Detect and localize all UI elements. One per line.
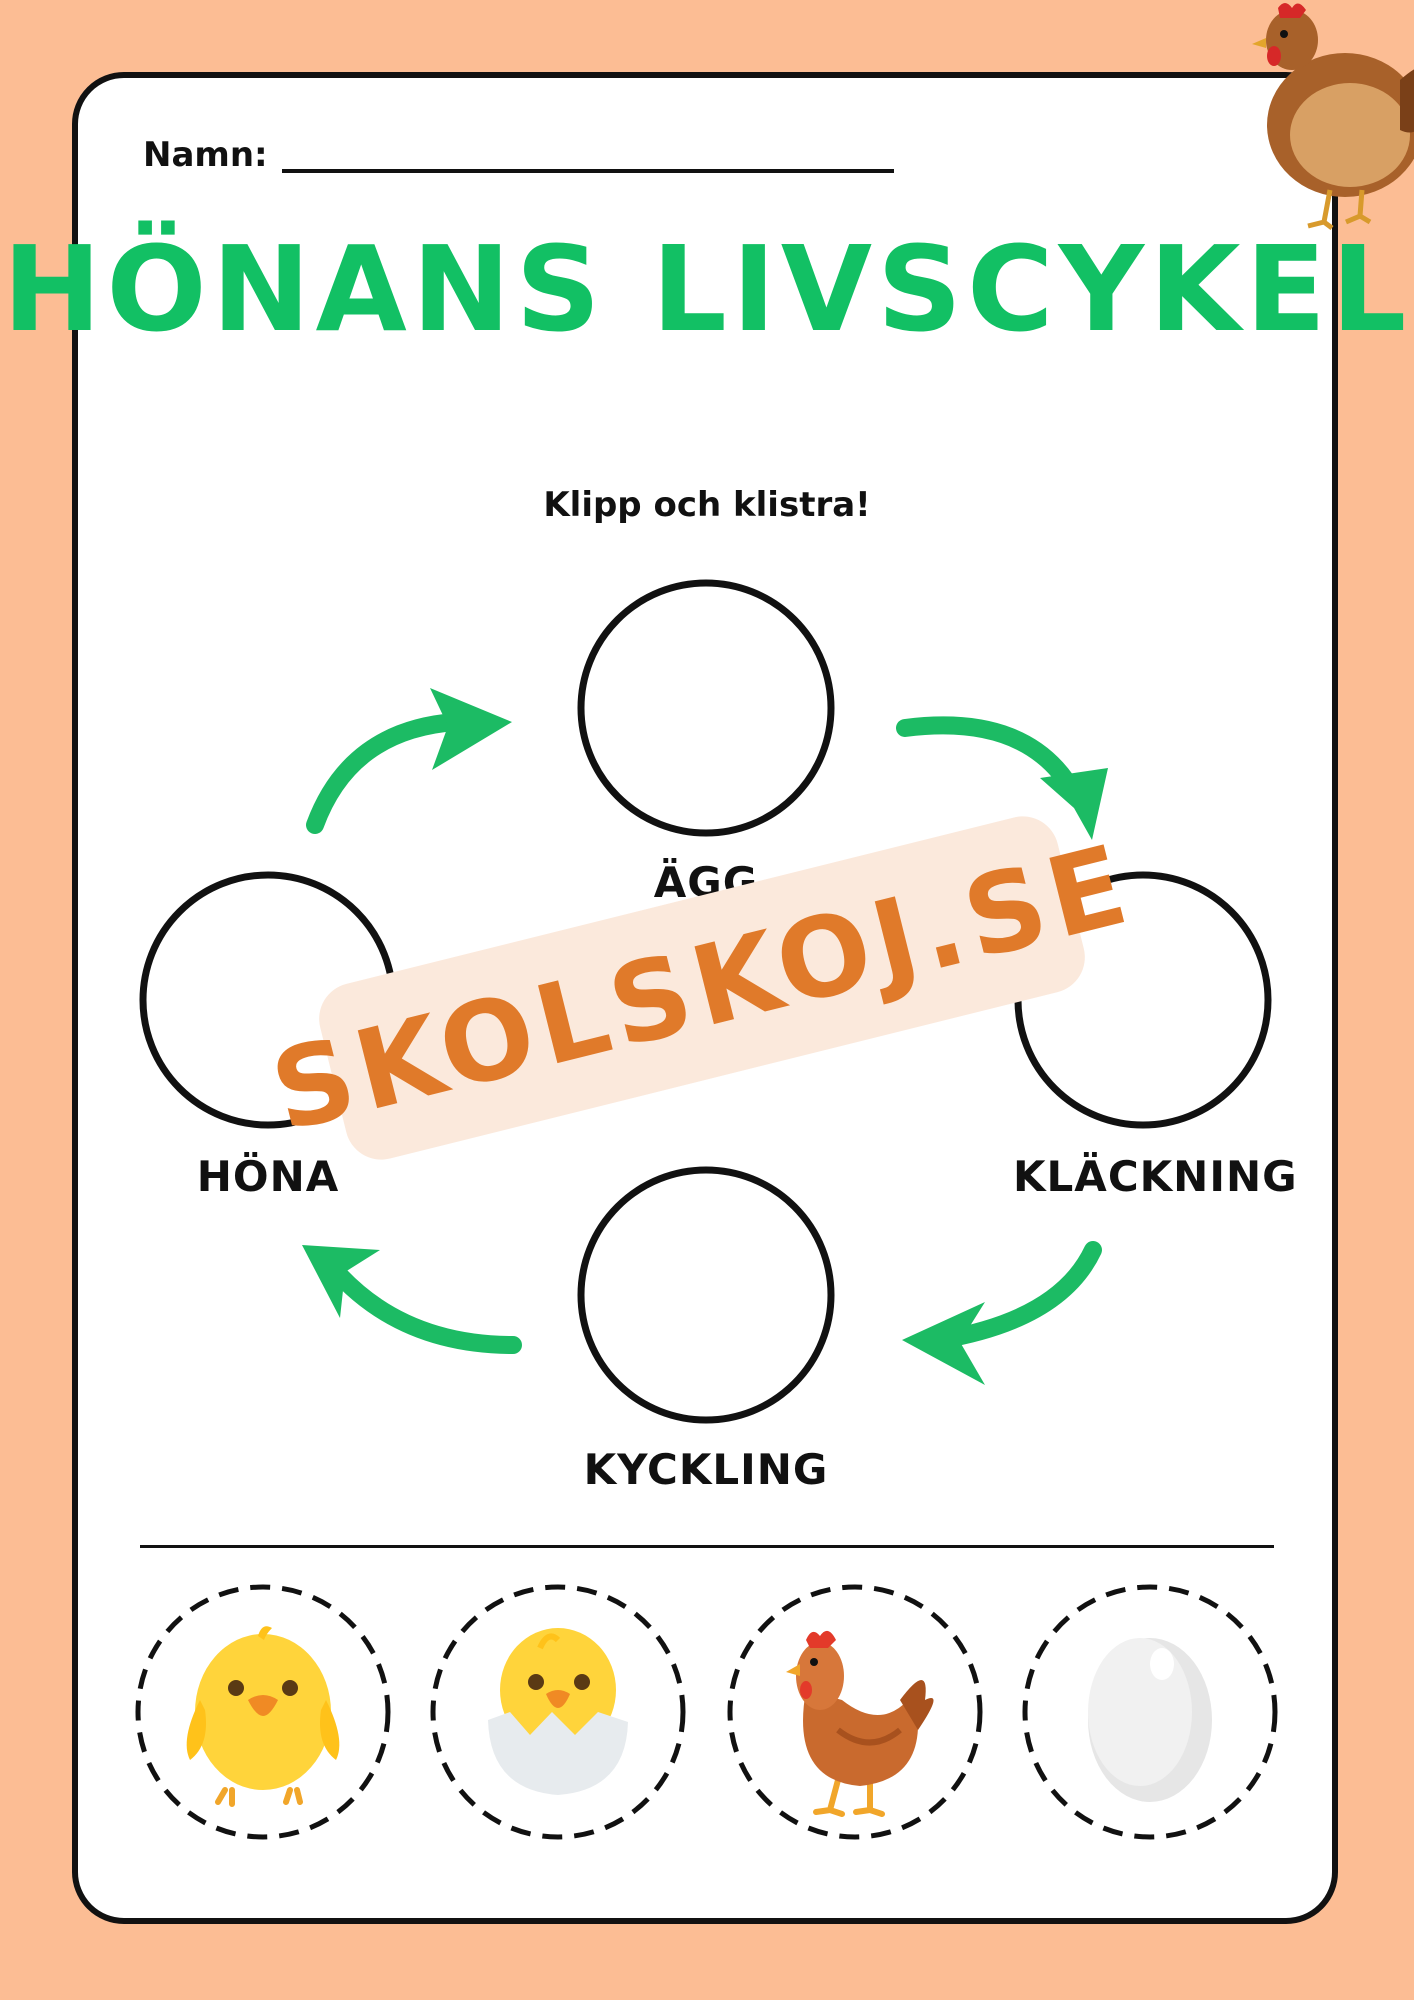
arrow-hatching-to-chick xyxy=(931,1241,1102,1349)
egg-icon xyxy=(1088,1638,1212,1802)
stage-label-hen: HÖNA xyxy=(196,1152,340,1201)
stage-label-chick: KYCKLING xyxy=(583,1445,829,1494)
name-label: Namn: xyxy=(143,135,268,175)
name-writing-line[interactable] xyxy=(282,169,894,173)
stage-label-hatching: KLÄCKNING xyxy=(1013,1152,1298,1201)
hatching-chick-icon xyxy=(488,1628,628,1795)
arrow-hen-to-egg xyxy=(306,713,464,834)
chick-icon xyxy=(186,1626,340,1807)
page-title: HÖNANS LIVSCYKEL xyxy=(2,220,1412,358)
instruction-text: Klipp och klistra! xyxy=(543,485,871,525)
arrow-chick-to-hen xyxy=(324,1259,522,1354)
cutout-divider xyxy=(140,1545,1274,1548)
hen-icon xyxy=(786,1630,934,1817)
chick-drop-circle[interactable] xyxy=(577,1166,835,1424)
egg-drop-circle[interactable] xyxy=(577,579,835,837)
